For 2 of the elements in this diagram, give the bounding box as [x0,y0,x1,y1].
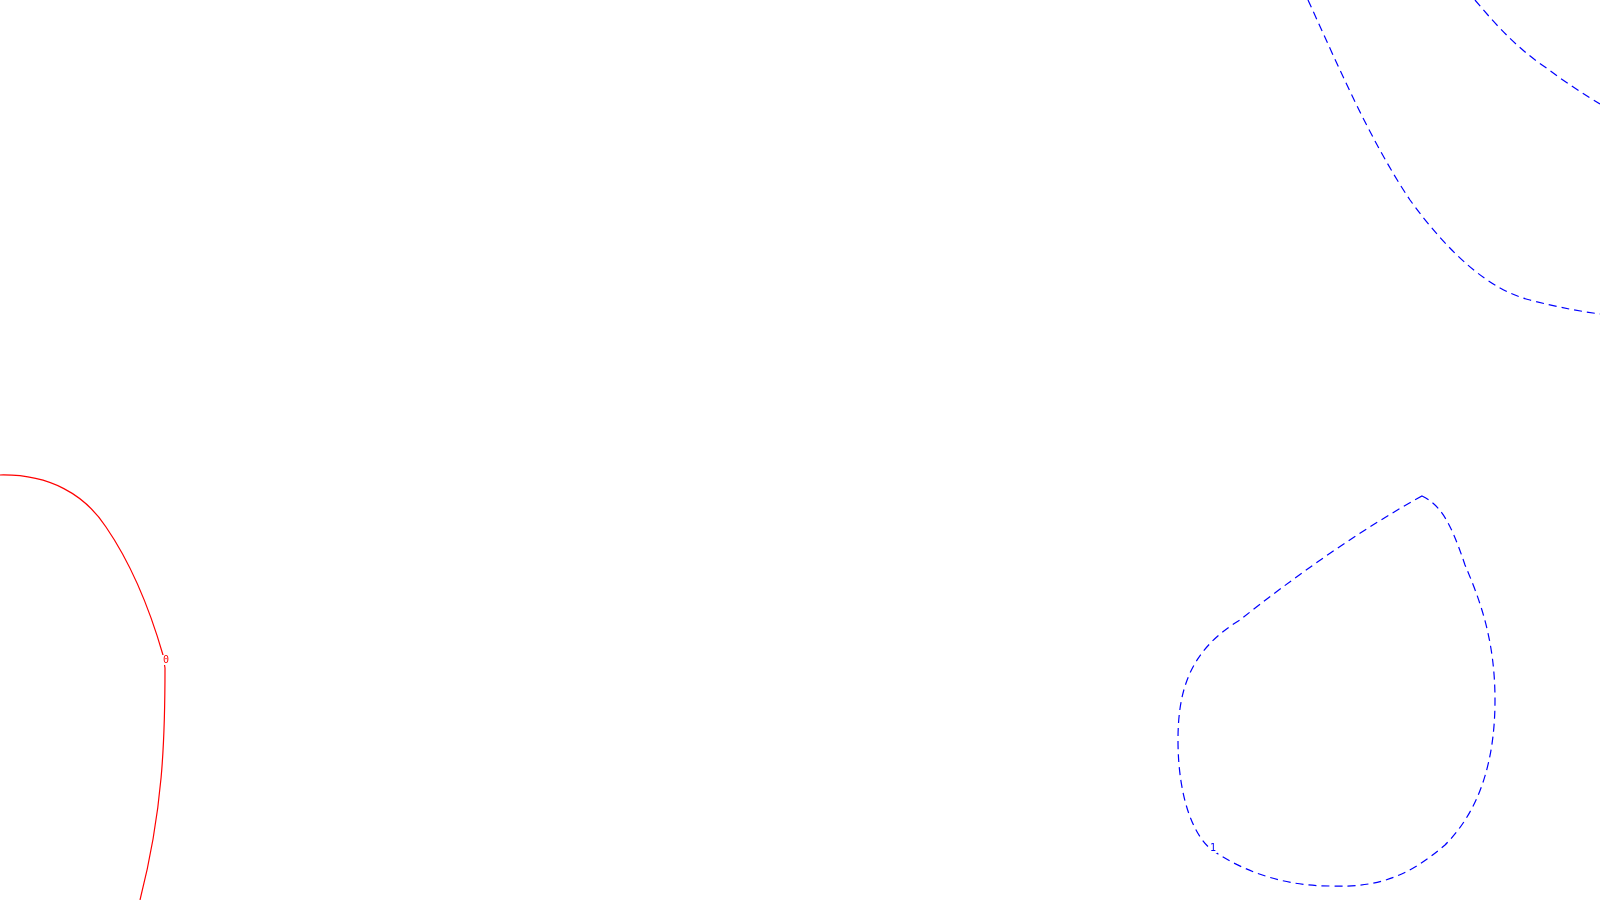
contour-value-label: 0 [162,655,171,665]
contour-value-label: 1 [1209,843,1218,853]
